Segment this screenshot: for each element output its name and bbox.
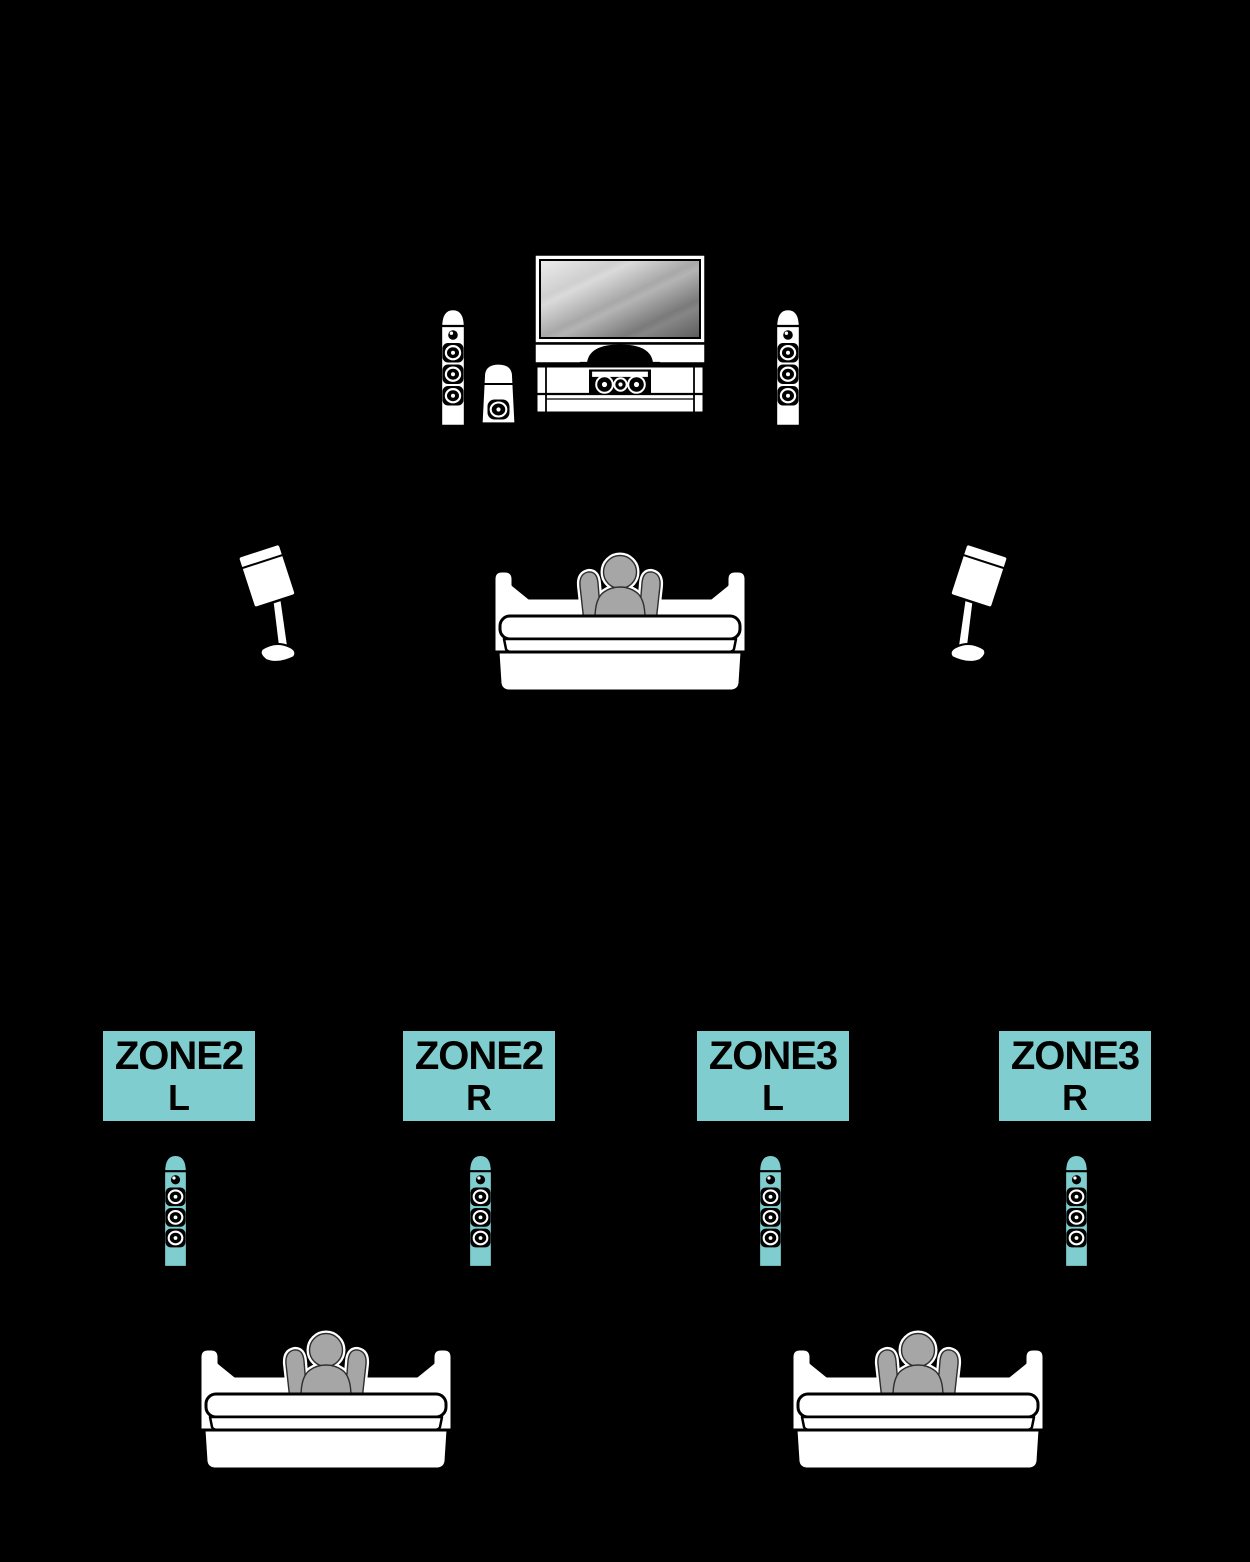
zone2-right-speaker-icon bbox=[467, 1153, 494, 1269]
front-speaker-left-icon bbox=[439, 307, 467, 428]
zone-label-name: ZONE2 bbox=[114, 1034, 244, 1078]
tv-icon bbox=[533, 253, 707, 421]
zone2-sofa-icon bbox=[193, 1330, 459, 1470]
zone-label-name: ZONE3 bbox=[708, 1034, 838, 1078]
zone-label-channel: L bbox=[762, 1077, 784, 1118]
zone-label-channel: R bbox=[1062, 1077, 1088, 1118]
zone2-left-speaker-icon bbox=[162, 1153, 189, 1269]
zone-label-name: ZONE3 bbox=[1010, 1034, 1140, 1078]
main-sofa-icon bbox=[487, 552, 753, 692]
zone3-right-speaker-icon bbox=[1063, 1153, 1090, 1269]
front-speaker-right-icon bbox=[774, 307, 802, 428]
surround-speaker-left-icon bbox=[236, 542, 299, 664]
zone3-left-label: ZONE3 L bbox=[697, 1031, 849, 1121]
subwoofer-icon bbox=[480, 362, 517, 425]
zone-label-channel: L bbox=[168, 1077, 190, 1118]
zone-label-name: ZONE2 bbox=[414, 1034, 544, 1078]
zone2-right-label: ZONE2 R bbox=[403, 1031, 555, 1121]
zone3-right-label: ZONE3 R bbox=[999, 1031, 1151, 1121]
zone-label-channel: R bbox=[466, 1077, 492, 1118]
surround-speaker-right-icon bbox=[947, 542, 1010, 664]
zone3-sofa-icon bbox=[785, 1330, 1051, 1470]
zone2-left-label: ZONE2 L bbox=[103, 1031, 255, 1121]
zone3-left-speaker-icon bbox=[757, 1153, 784, 1269]
